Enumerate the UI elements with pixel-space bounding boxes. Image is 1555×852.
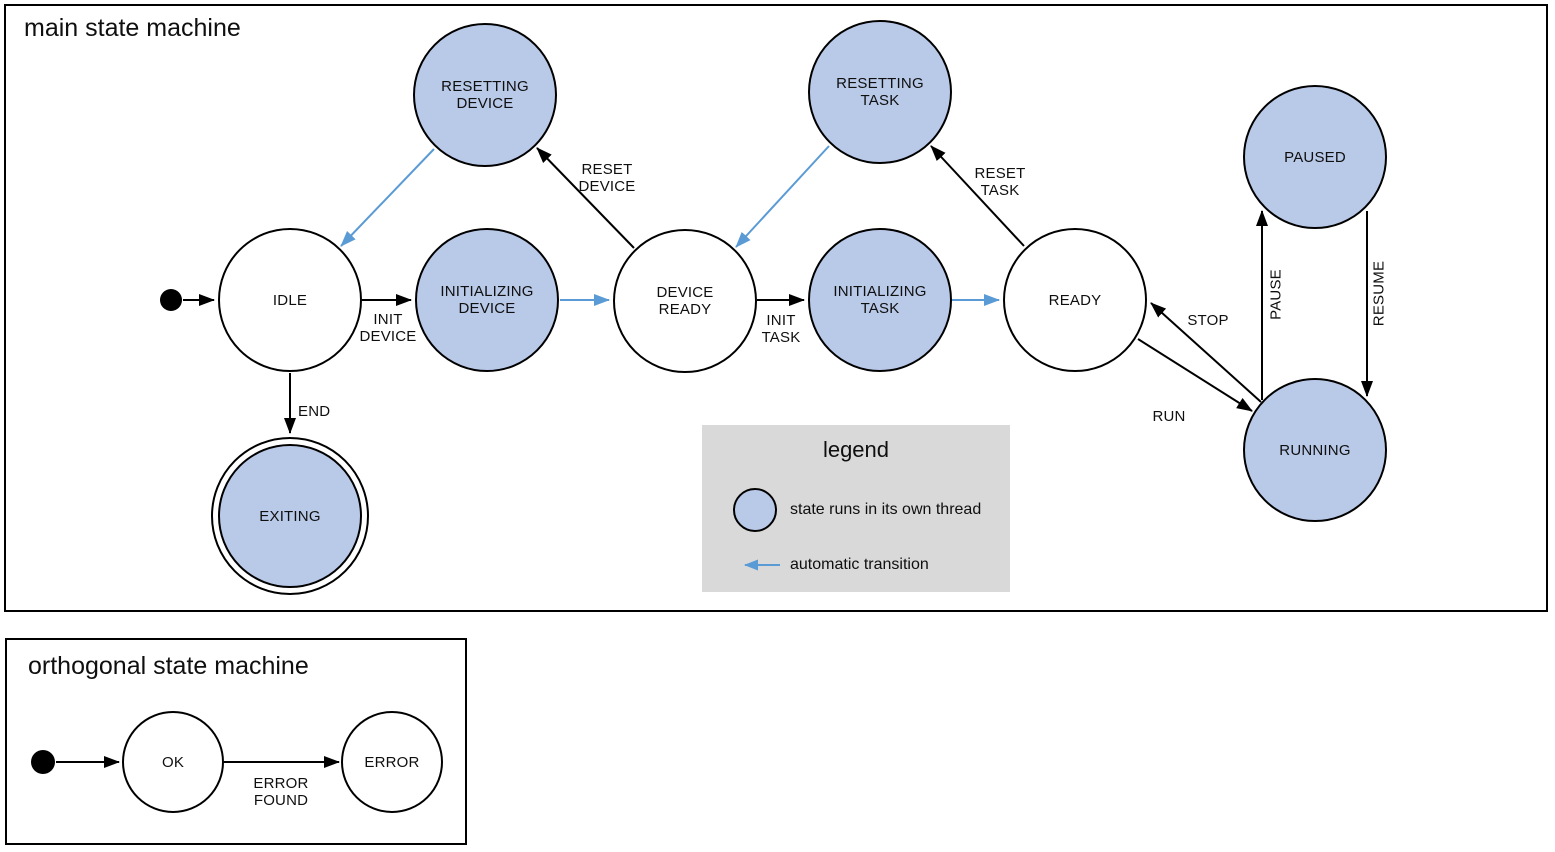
legend-thread-label: state runs in its own thread	[790, 501, 982, 518]
state-error: ERROR	[341, 711, 443, 813]
transition-label-end: END	[298, 403, 331, 420]
state-exiting: EXITING	[218, 444, 362, 588]
transition-label-pause: PAUSE	[1267, 269, 1285, 320]
transition-label-run: RUN	[1152, 408, 1186, 425]
state-ready: READY	[1003, 228, 1147, 372]
state-paused: PAUSED	[1243, 85, 1387, 229]
transition-label-stop: STOP	[1187, 312, 1229, 329]
state-exiting-final: EXITING	[211, 437, 369, 595]
legend-title: legend	[822, 437, 890, 462]
legend-auto-label: automatic transition	[790, 556, 929, 573]
state-idle: IDLE	[218, 228, 362, 372]
ortho-title: orthogonal state machine	[28, 652, 309, 680]
legend-panel: legend state runs in its own thread auto…	[702, 425, 1010, 592]
legend-threaded-state-swatch	[733, 488, 777, 532]
transition-label-resume: RESUME	[1370, 260, 1388, 327]
legend-auto-arrow-icon	[744, 559, 780, 571]
state-running: RUNNING	[1243, 378, 1387, 522]
state-ok: OK	[122, 711, 224, 813]
main-title: main state machine	[24, 14, 241, 42]
